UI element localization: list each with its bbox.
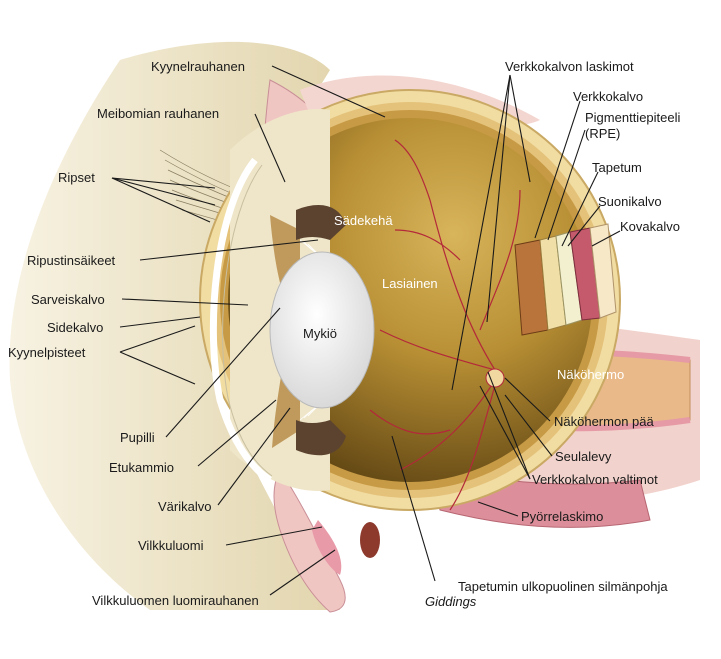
label-kyynelpisteet: Kyynelpisteet [8,345,86,360]
label-sidekalvo: Sidekalvo [47,320,103,335]
label-laskimot: Verkkokalvon laskimot [505,59,634,74]
label-luomirauhanen: Vilkkuluomen luomirauhanen [92,593,259,608]
label-ripustinsaikeet: Ripustinsäikeet [27,253,116,268]
label-meibomian: Meibomian rauhanen [97,106,219,121]
label-tapetum: Tapetum [592,160,642,175]
label-etukammio: Etukammio [109,460,174,475]
label-valtimot: Verkkokalvon valtimot [532,472,658,487]
label-mykio: Mykiö [303,326,337,341]
label-vilkkuluomi: Vilkkuluomi [138,538,204,553]
label-pyorrelaskimo: Pyörrelaskimo [521,509,603,524]
optic-disc [486,369,504,387]
label-verkkokalvo: Verkkokalvo [573,89,643,104]
lower-lid-tarsal-gland [360,522,380,558]
label-ripset: Ripset [58,170,95,185]
label-sarveiskalvo: Sarveiskalvo [31,292,105,307]
label-pupilli: Pupilli [120,430,155,445]
label-nakohermo: Näköhermo [557,367,624,382]
label-lasiainen: Lasiainen [382,276,438,291]
label-sadekeha: Sädekehä [334,213,393,228]
label-kovakalvo: Kovakalvo [620,219,680,234]
label-varikalvo: Värikalvo [158,499,211,514]
label-nakohermon-paa: Näköhermon pää [554,414,654,429]
label-rpe-line1: Pigmenttiepiteeli [585,110,680,125]
label-silmanpohja: Tapetumin ulkopuolinen silmänpohja [458,579,668,594]
label-seulalevy: Seulalevy [555,449,612,464]
artist-signature: Giddings [425,594,477,609]
label-rpe-line2: (RPE) [585,126,620,141]
label-suonikalvo: Suonikalvo [598,194,662,209]
label-kyynelrauhanen: Kyynelrauhanen [151,59,245,74]
